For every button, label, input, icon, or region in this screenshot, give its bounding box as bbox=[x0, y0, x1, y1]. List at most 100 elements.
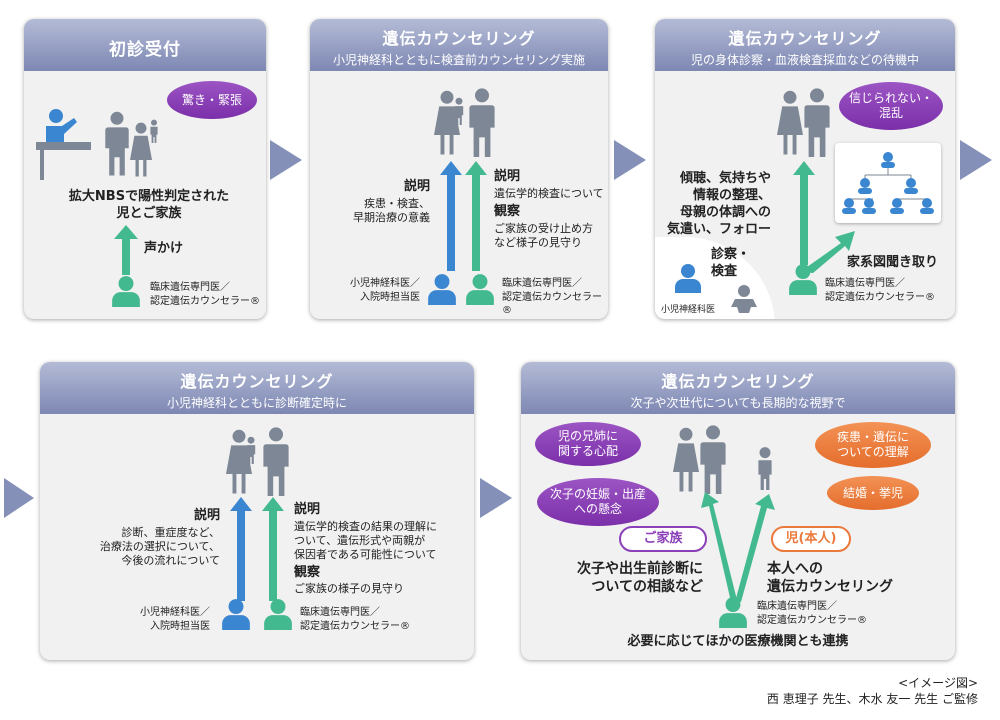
panel-initial-reception: 初診受付 驚き・緊張 拡大NBSで陽性判定された 児とご家族 声かけ 臨床遺伝専… bbox=[24, 19, 266, 319]
doctor-icon bbox=[675, 264, 701, 293]
doctor-label: 小児神経科医 bbox=[661, 305, 716, 315]
panel-title: 遺伝カウンセリング bbox=[728, 29, 882, 48]
left-line-1: 診断、重症度など、 bbox=[121, 526, 220, 539]
blue-arrow bbox=[230, 497, 252, 601]
credit-label: <イメージ図> bbox=[898, 676, 978, 690]
father-icon bbox=[469, 88, 495, 157]
left-line-2: 治療法の選択について、 bbox=[99, 540, 220, 553]
doctor-label-1: 小児神経科医／ bbox=[140, 607, 210, 618]
child-counsel-line-2: 遺伝カウンセリング bbox=[767, 579, 893, 595]
mother-icon bbox=[130, 122, 152, 177]
arrow-label: 声かけ bbox=[144, 241, 184, 256]
doctor-icon bbox=[428, 274, 456, 305]
doctor-label-2: 入院時担当医 bbox=[150, 621, 210, 632]
concern-bubble-understanding: 疾患・遺伝についての理解 bbox=[815, 422, 931, 468]
family-illustration bbox=[434, 88, 495, 157]
right-line-1: 遺伝学的検査の結果の理解に bbox=[294, 520, 437, 533]
family-pill: ご家族 bbox=[619, 526, 707, 552]
pedigree-box bbox=[835, 143, 941, 223]
bubble-text: 驚き・緊張 bbox=[181, 92, 242, 107]
flow-chevron-5 bbox=[480, 478, 512, 518]
credit-supervisors: 西 恵理子 先生、木水 友一 先生 ご監修 bbox=[766, 692, 978, 706]
panel-subtitle: 小児神経科とともに診断確定時に bbox=[166, 396, 347, 410]
panel-waiting-counseling: 遺伝カウンセリング 児の身体診察・血液検査採血などの待機中 信じられない・混乱 … bbox=[655, 19, 955, 319]
mother-icon bbox=[777, 90, 803, 155]
observe-head: 観察 bbox=[294, 565, 321, 580]
right-head: 説明 bbox=[494, 169, 521, 184]
doctor-label-2: 入院時担当医 bbox=[360, 292, 420, 303]
staff-label-2: 認定遺伝カウンセラー® bbox=[757, 615, 867, 626]
receptionist-icon bbox=[46, 109, 77, 142]
flow-chevron-1 bbox=[270, 140, 302, 180]
right-line-3: 保因者である可能性について bbox=[294, 548, 437, 561]
left-line-1: 疾患・検査、 bbox=[364, 197, 430, 210]
panel-subtitle: 次子や次世代についても長期的な視野で bbox=[630, 396, 846, 410]
green-arrow bbox=[262, 497, 284, 601]
panel-header: 遺伝カウンセリング 小児神経科とともに診断確定時に bbox=[40, 362, 474, 414]
branch-arrows bbox=[701, 492, 775, 602]
blue-arrow bbox=[440, 161, 462, 271]
staff-label-1: 臨床遺伝専門医／ bbox=[300, 607, 380, 618]
green-arrow bbox=[793, 161, 815, 265]
staff-icon bbox=[112, 276, 140, 307]
family-illustration bbox=[777, 88, 830, 157]
support-line-3: 母親の体調への bbox=[679, 205, 771, 220]
green-arrow bbox=[465, 161, 487, 271]
flow-chevron-4 bbox=[4, 478, 34, 518]
father-icon bbox=[700, 425, 726, 494]
observe-line-2: など様子の見守り bbox=[494, 236, 582, 249]
father-icon bbox=[263, 427, 289, 496]
concern-bubble-siblings: 児の兄姉に関する心配 bbox=[535, 422, 641, 466]
panel-diagnosis-counseling: 遺伝カウンセリング 小児神経科とともに診断確定時に 説明 診断、重症度など、 治… bbox=[40, 362, 474, 660]
pedigree-icon bbox=[842, 152, 934, 214]
panel-subtitle: 小児神経科とともに検査前カウンセリング実施 bbox=[332, 53, 585, 67]
diagonal-arrow bbox=[807, 231, 855, 273]
father-icon bbox=[804, 88, 830, 157]
staff-icon bbox=[466, 274, 494, 305]
right-line-1: 遺伝学的検査について bbox=[494, 187, 604, 200]
staff-label-2: 認定遺伝カウンセラー® bbox=[150, 296, 260, 307]
family-illustration bbox=[673, 425, 726, 494]
staff-label-1: 臨床遺伝専門医／ bbox=[150, 282, 230, 293]
panel-title: 遺伝カウンセリング bbox=[180, 372, 334, 391]
flow-chevron-3 bbox=[960, 140, 992, 180]
reception-illustration bbox=[36, 109, 158, 180]
exam-label-1: 診察・ bbox=[711, 247, 751, 262]
staff-label-2: 認定遺伝カウンセラー® bbox=[502, 292, 602, 316]
panel-header: 初診受付 bbox=[24, 19, 266, 71]
family-consult-line-1: 次子や出生前診断に bbox=[577, 561, 703, 577]
left-line-3: 今後の流れについて bbox=[121, 554, 220, 567]
main-label-2: 児とご家族 bbox=[116, 206, 182, 221]
panel-pre-test-counseling: 遺伝カウンセリング 小児神経科とともに検査前カウンセリング実施 説明 疾患・検査… bbox=[310, 19, 608, 319]
bubble-line-2: 混乱 bbox=[878, 106, 903, 120]
observe-head: 観察 bbox=[494, 204, 521, 219]
panel-header: 遺伝カウンセリング 児の身体診察・血液検査採血などの待機中 bbox=[655, 19, 955, 71]
emotion-bubble: 信じられない・混乱 bbox=[839, 82, 943, 130]
reception-desk bbox=[36, 142, 91, 150]
doctor-icon bbox=[222, 599, 250, 630]
observe-line-1: ご家族の様子の見守り bbox=[294, 582, 404, 595]
doctor-label-1: 小児神経科医／ bbox=[350, 278, 420, 289]
staff-label-1: 臨床遺伝専門医／ bbox=[825, 278, 905, 289]
panel-title: 初診受付 bbox=[109, 40, 181, 60]
exam-label-2: 検査 bbox=[711, 264, 738, 279]
child-icon bbox=[758, 447, 772, 490]
concern-bubble-next-pregnancy: 次子の妊娠・出産への懸念 bbox=[537, 478, 659, 526]
pedigree-label: 家系図聞き取り bbox=[847, 255, 939, 270]
staff-label-1: 臨床遺伝専門医／ bbox=[502, 278, 582, 289]
green-arrow bbox=[114, 225, 138, 275]
child-counsel-line-1: 本人への bbox=[767, 561, 823, 577]
panel-header: 遺伝カウンセリング 小児神経科とともに検査前カウンセリング実施 bbox=[310, 19, 608, 71]
right-head: 説明 bbox=[294, 502, 321, 517]
left-head: 説明 bbox=[403, 179, 430, 194]
baby-icon bbox=[150, 119, 158, 143]
flow-chevron-2 bbox=[614, 140, 646, 180]
staff-label-2: 認定遺伝カウンセラー® bbox=[300, 621, 410, 632]
panel-subtitle: 児の身体診察・血液検査採血などの待機中 bbox=[690, 53, 919, 67]
bubble-line-1: 信じられない・ bbox=[848, 91, 933, 105]
main-label-1: 拡大NBSで陽性判定された bbox=[68, 189, 230, 204]
emotion-bubble: 驚き・緊張 bbox=[167, 81, 257, 119]
mother-icon bbox=[673, 427, 699, 492]
panel-title: 遺伝カウンセリング bbox=[661, 372, 815, 391]
concern-bubble-marriage: 結婚・挙児 bbox=[827, 476, 919, 510]
